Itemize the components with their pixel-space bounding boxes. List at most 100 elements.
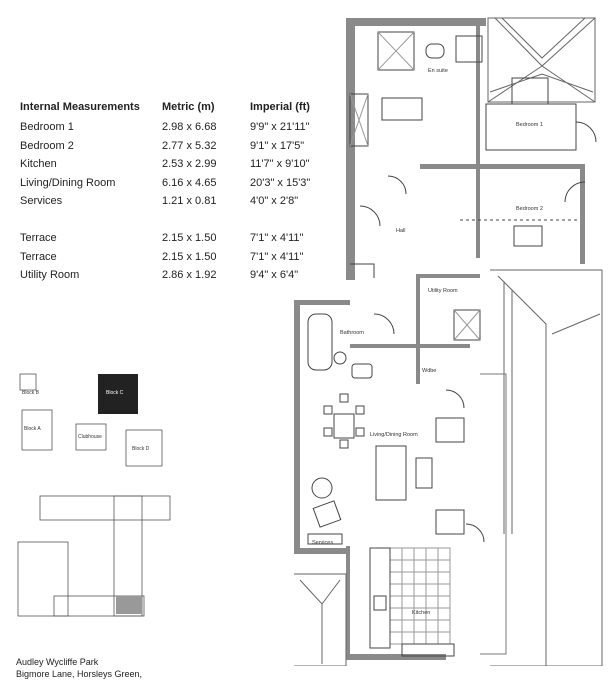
kitchen-units	[401, 643, 455, 657]
room-name: Services	[20, 195, 63, 208]
terrace-door-1	[445, 389, 465, 409]
header-metric: Metric (m)	[162, 101, 215, 113]
table-row: Bedroom 2 2.77 x 5.32 9'1" x 17'5"	[20, 140, 330, 159]
ensuite-window	[455, 35, 483, 63]
header-room: Internal Measurements	[20, 101, 140, 113]
lounge-chair	[312, 500, 342, 528]
terrace-rail	[480, 373, 507, 655]
site-block-a	[21, 409, 53, 451]
site-building-left	[17, 541, 69, 617]
wardrobe-1	[349, 93, 369, 147]
roof-top	[487, 17, 596, 103]
room-imperial: 9'9" x 21'11"	[250, 121, 310, 133]
coffee-table	[415, 457, 433, 489]
table-row: Services 1.21 x 0.81 4'0" x 2'8"	[20, 195, 330, 214]
room-imperial: 7'1" x 4'11"	[250, 231, 304, 244]
address-line-2: Bigmore Lane, Horsleys Green,	[16, 669, 143, 679]
label-utility: Utility Room	[428, 288, 458, 294]
site-label-block-d: Block D	[132, 446, 150, 452]
room-name: Bedroom 1	[20, 121, 74, 133]
room-name: Kitchen	[20, 158, 57, 171]
hall-door-1	[387, 175, 407, 195]
table-row: Terrace 2.15 x 1.50 7'1" x 4'11"	[20, 251, 330, 270]
site-label-block-c: Block C	[106, 390, 124, 396]
site-map: Block B Block C Block A Clubhouse Block …	[17, 373, 171, 617]
room-name: Living/Dining Room	[20, 176, 116, 189]
ensuite-shower-cross	[377, 31, 415, 71]
room-imperial: 11'7" x 9'10"	[250, 158, 310, 171]
measurements-table: Internal Measurements Metric (m) Imperia…	[20, 101, 330, 288]
label-bedroom1: Bedroom 1	[516, 122, 543, 128]
label-bedroom2: Bedroom 2	[516, 206, 543, 212]
room-name: Bedroom 2	[20, 139, 74, 152]
site-building-bottom	[53, 595, 145, 617]
label-hall: Hall	[396, 228, 405, 234]
room-metric: 6.16 x 4.65	[162, 176, 217, 189]
round-table	[311, 477, 333, 499]
header-imperial: Imperial (ft)	[250, 101, 310, 113]
label-ensuite: En suite	[428, 68, 448, 74]
site-label-block-b: Block B	[22, 390, 40, 396]
room-metric: 2.86 x 1.92	[162, 269, 217, 282]
table-spacer	[20, 214, 330, 232]
label-living: Living/Dining Room	[370, 432, 418, 438]
site-unit-highlight	[116, 596, 142, 614]
site-building-top	[39, 495, 171, 521]
bath-tub	[307, 313, 333, 371]
terrace-door-2	[465, 523, 485, 543]
room-name: Terrace	[20, 231, 57, 244]
table-row: Terrace 2.15 x 1.50 7'1" x 4'11"	[20, 232, 330, 251]
table-header-row: Internal Measurements Metric (m) Imperia…	[20, 101, 330, 121]
room-imperial: 9'1" x 17'5"	[250, 139, 305, 152]
room-metric: 1.21 x 0.81	[162, 195, 217, 208]
services-cupboard	[307, 533, 343, 545]
site-label-clubhouse: Clubhouse	[78, 434, 102, 440]
armchair-2	[435, 509, 465, 535]
floor-plan-walls	[294, 18, 585, 660]
room-metric: 2.15 x 1.50	[162, 250, 217, 263]
table-row: Bedroom 1 2.98 x 6.68 9'9" x 21'11"	[20, 121, 330, 140]
room-metric: 2.77 x 5.32	[162, 139, 217, 152]
table-row: Kitchen 2.53 x 2.99 11'7" x 9'10"	[20, 158, 330, 177]
room-imperial: 9'4" x 6'4"	[250, 269, 299, 282]
room-name: Utility Room	[20, 269, 80, 282]
ensuite-shower	[377, 31, 415, 71]
floor-plan: En suite Bedroom 1 Bedroom 2 Hall Utilit…	[294, 17, 603, 666]
roof-bottom	[294, 573, 347, 666]
kitchen-worktop	[369, 547, 391, 649]
room-imperial: 20'3" x 15'3"	[250, 176, 311, 189]
label-kitchen: Kitchen	[412, 610, 430, 616]
room-imperial: 7'1" x 4'11"	[250, 250, 304, 263]
bedroom2-door	[564, 181, 586, 203]
bedroom1-door	[575, 121, 597, 143]
hall-door-2	[359, 205, 381, 227]
utility-appliance	[453, 309, 481, 341]
label-services: Services	[312, 540, 333, 546]
kitchen-sink	[373, 595, 387, 611]
room-metric: 2.15 x 1.50	[162, 231, 217, 244]
room-imperial: 4'0" x 2'8"	[250, 195, 299, 208]
site-block-c-highlight	[98, 374, 138, 414]
site-clubhouse	[75, 423, 107, 451]
roof-right	[490, 269, 603, 666]
table-row: Living/Dining Room 6.16 x 4.65 20'3" x 1…	[20, 177, 330, 196]
label-wardrobe: Wdbe	[422, 368, 436, 374]
address-line-1: Audley Wycliffe Park	[16, 657, 99, 667]
bathroom-door	[373, 313, 395, 335]
dining-table	[333, 413, 355, 439]
ensuite-bath	[381, 97, 423, 121]
site-block-b	[19, 373, 37, 391]
room-metric: 2.98 x 6.68	[162, 121, 217, 133]
sofa	[375, 445, 407, 501]
kitchen-grid	[389, 547, 451, 645]
site-label-block-a: Block A	[24, 426, 41, 432]
table-row: Utility Room 2.86 x 1.92 9'4" x 6'4"	[20, 269, 330, 288]
label-bathroom: Bathroom	[340, 330, 364, 336]
room-name: Terrace	[20, 250, 57, 263]
address: Audley Wycliffe Park Bigmore Lane, Horsl…	[16, 656, 142, 680]
site-block-d	[125, 429, 163, 467]
room-metric: 2.53 x 2.99	[162, 158, 217, 171]
bedroom1-bed	[485, 103, 577, 151]
ensuite-toilet	[425, 43, 445, 59]
bedroom2-pillow	[513, 225, 543, 247]
